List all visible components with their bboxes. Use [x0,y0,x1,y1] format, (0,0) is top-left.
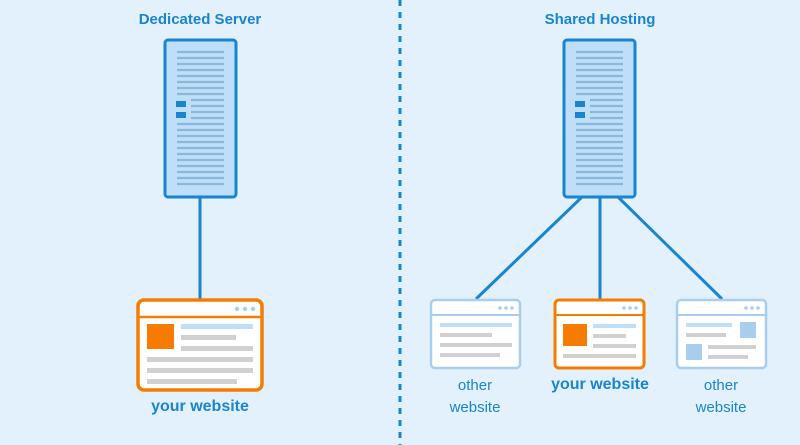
connector-shared-right [616,195,724,301]
other-website-label-1: other website [425,375,525,419]
other-website-label-1-line2: website [449,399,501,416]
website-window-icon [429,298,522,370]
website-window-icon [675,298,768,370]
connector-shared-left [474,195,584,301]
dedicated-server-icon [163,38,238,199]
shared-server-icon [562,38,637,199]
other-website-label-2-line1: other [703,377,739,394]
other-website-label-1-line1: other [457,377,493,394]
shared-hosting-title: Shared Hosting [544,11,656,28]
your-website-label: your website [151,398,249,415]
other-website-label-2-line2: website [695,399,747,416]
website-window-icon [136,298,264,392]
your-website-label-shared: your website [551,376,649,393]
website-window-icon [553,298,646,370]
dedicated-server-title: Dedicated Server [138,11,262,28]
other-website-label-2: other website [671,375,771,419]
